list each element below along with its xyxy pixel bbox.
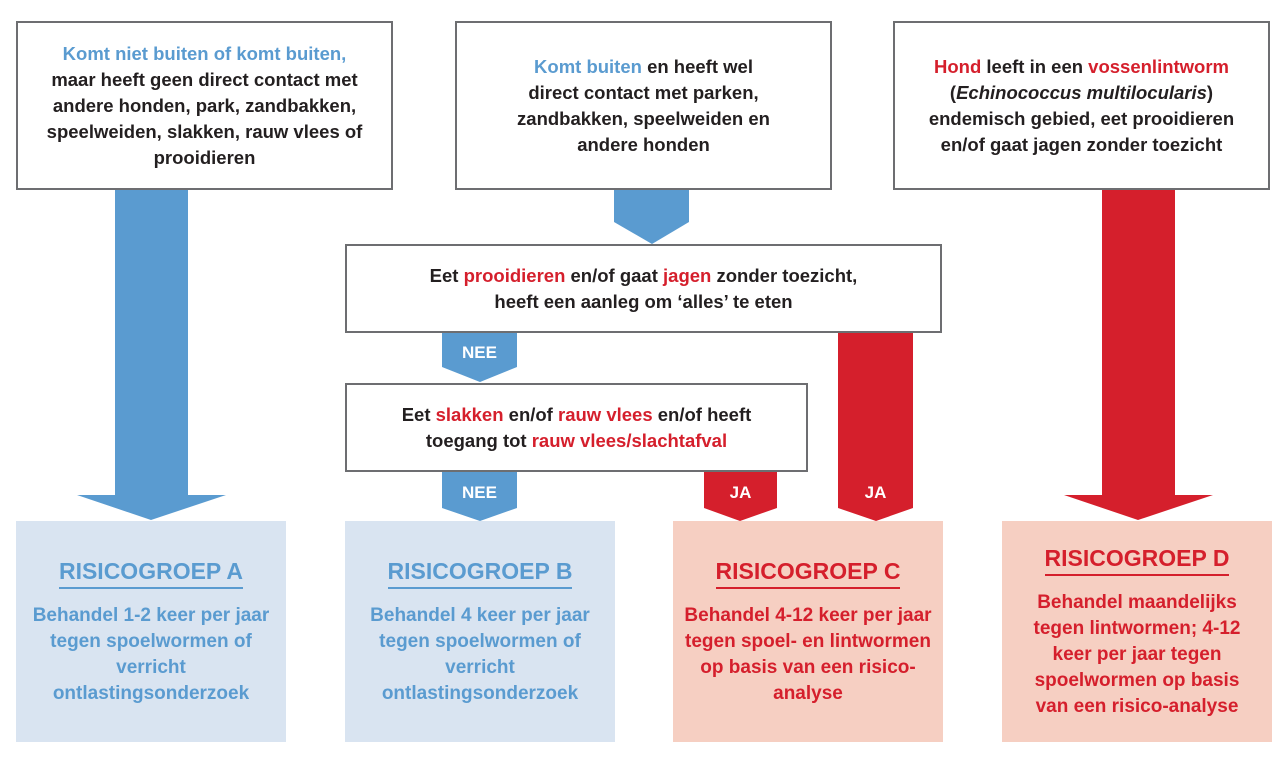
q1-text-3: zonder toezicht, — [711, 264, 858, 286]
box-a-text: maar heeft geen direct contact met ander… — [46, 68, 363, 168]
q1-text-4: heeft een aanleg om ‘alles’ te eten — [494, 290, 793, 312]
ja-label-2: JA — [729, 483, 752, 502]
arrow-d — [1064, 190, 1213, 520]
q2-text-3: en/of heeft — [652, 403, 752, 425]
arrow-nee-2 — [442, 472, 517, 521]
risk-group-d-text: Behandel maandelijks tegen lintwormen; 4… — [1033, 591, 1241, 717]
box-d-text-1: leeft in een — [981, 55, 1089, 77]
arrow-ja-1 — [838, 333, 913, 521]
q1-jagen: jagen — [663, 264, 712, 286]
nee-label-1: NEE — [462, 343, 497, 362]
q2-slachtafval: rauw vlees/slachtafval — [531, 429, 728, 451]
box-d-hond: Hond — [933, 55, 982, 77]
box-b-text: en heeft wel direct contact met parken, … — [517, 55, 770, 155]
q1-text-1: Eet — [429, 264, 464, 286]
risk-group-d-title: RISICOGROEP D — [1044, 544, 1230, 576]
risk-group-b-title: RISICOGROEP B — [387, 557, 573, 589]
q2-text-2: en/of — [503, 403, 558, 425]
risk-group-d: RISICOGROEP D Behandel maandelijks tegen… — [1002, 521, 1272, 742]
box-d-text-3: ) endemisch gebied, eet prooidieren en/o… — [928, 81, 1235, 155]
risk-group-c: RISICOGROEP C Behandel 4-12 keer per jaa… — [673, 521, 943, 742]
arrow-ja-2 — [704, 472, 777, 521]
q1-prooidieren: prooidieren — [463, 264, 566, 286]
box-d-text-2: ( — [949, 81, 957, 103]
q2-slakken: slakken — [435, 403, 504, 425]
question-snails-raw-meat: Eet slakken en/of rauw vlees en/of heeft… — [345, 383, 808, 472]
box-b-highlight: Komt buiten — [534, 55, 642, 77]
arrow-a — [77, 190, 226, 520]
box-direct-contact: Komt buiten en heeft wel direct contact … — [455, 21, 832, 190]
nee-label-2: NEE — [462, 483, 497, 502]
risk-group-a: RISICOGROEP A Behandel 1-2 keer per jaar… — [16, 521, 286, 742]
box-a-highlight: Komt niet buiten of komt buiten, — [62, 42, 347, 64]
risk-group-b-text: Behandel 4 keer per jaar tegen spoelworm… — [370, 604, 590, 704]
box-d-latin-name: Echinococcus multilocularis — [956, 81, 1207, 103]
arrow-b-to-question — [614, 190, 689, 244]
risk-group-c-title: RISICOGROEP C — [715, 557, 901, 589]
risk-group-a-text: Behandel 1-2 keer per jaar tegen spoelwo… — [32, 604, 270, 704]
ja-label-1: JA — [864, 483, 887, 502]
arrow-nee-1 — [442, 333, 517, 382]
question-prey-hunting: Eet prooidieren en/of gaat jagen zonder … — [345, 244, 942, 333]
box-endemic-area: Hond leeft in een vossenlintworm (Echino… — [893, 21, 1270, 190]
risk-group-c-text: Behandel 4-12 keer per jaar tegen spoel-… — [684, 604, 932, 704]
q2-text-4: toegang tot — [425, 429, 532, 451]
q1-text-2: en/of gaat — [565, 264, 664, 286]
box-d-vossenlintworm: vossenlintworm — [1088, 55, 1230, 77]
box-no-contact: Komt niet buiten of komt buiten, maar he… — [16, 21, 393, 190]
risk-group-a-title: RISICOGROEP A — [58, 557, 244, 589]
q2-rauw-vlees: rauw vlees — [558, 403, 653, 425]
risk-group-b: RISICOGROEP B Behandel 4 keer per jaar t… — [345, 521, 615, 742]
q2-text-1: Eet — [401, 403, 436, 425]
